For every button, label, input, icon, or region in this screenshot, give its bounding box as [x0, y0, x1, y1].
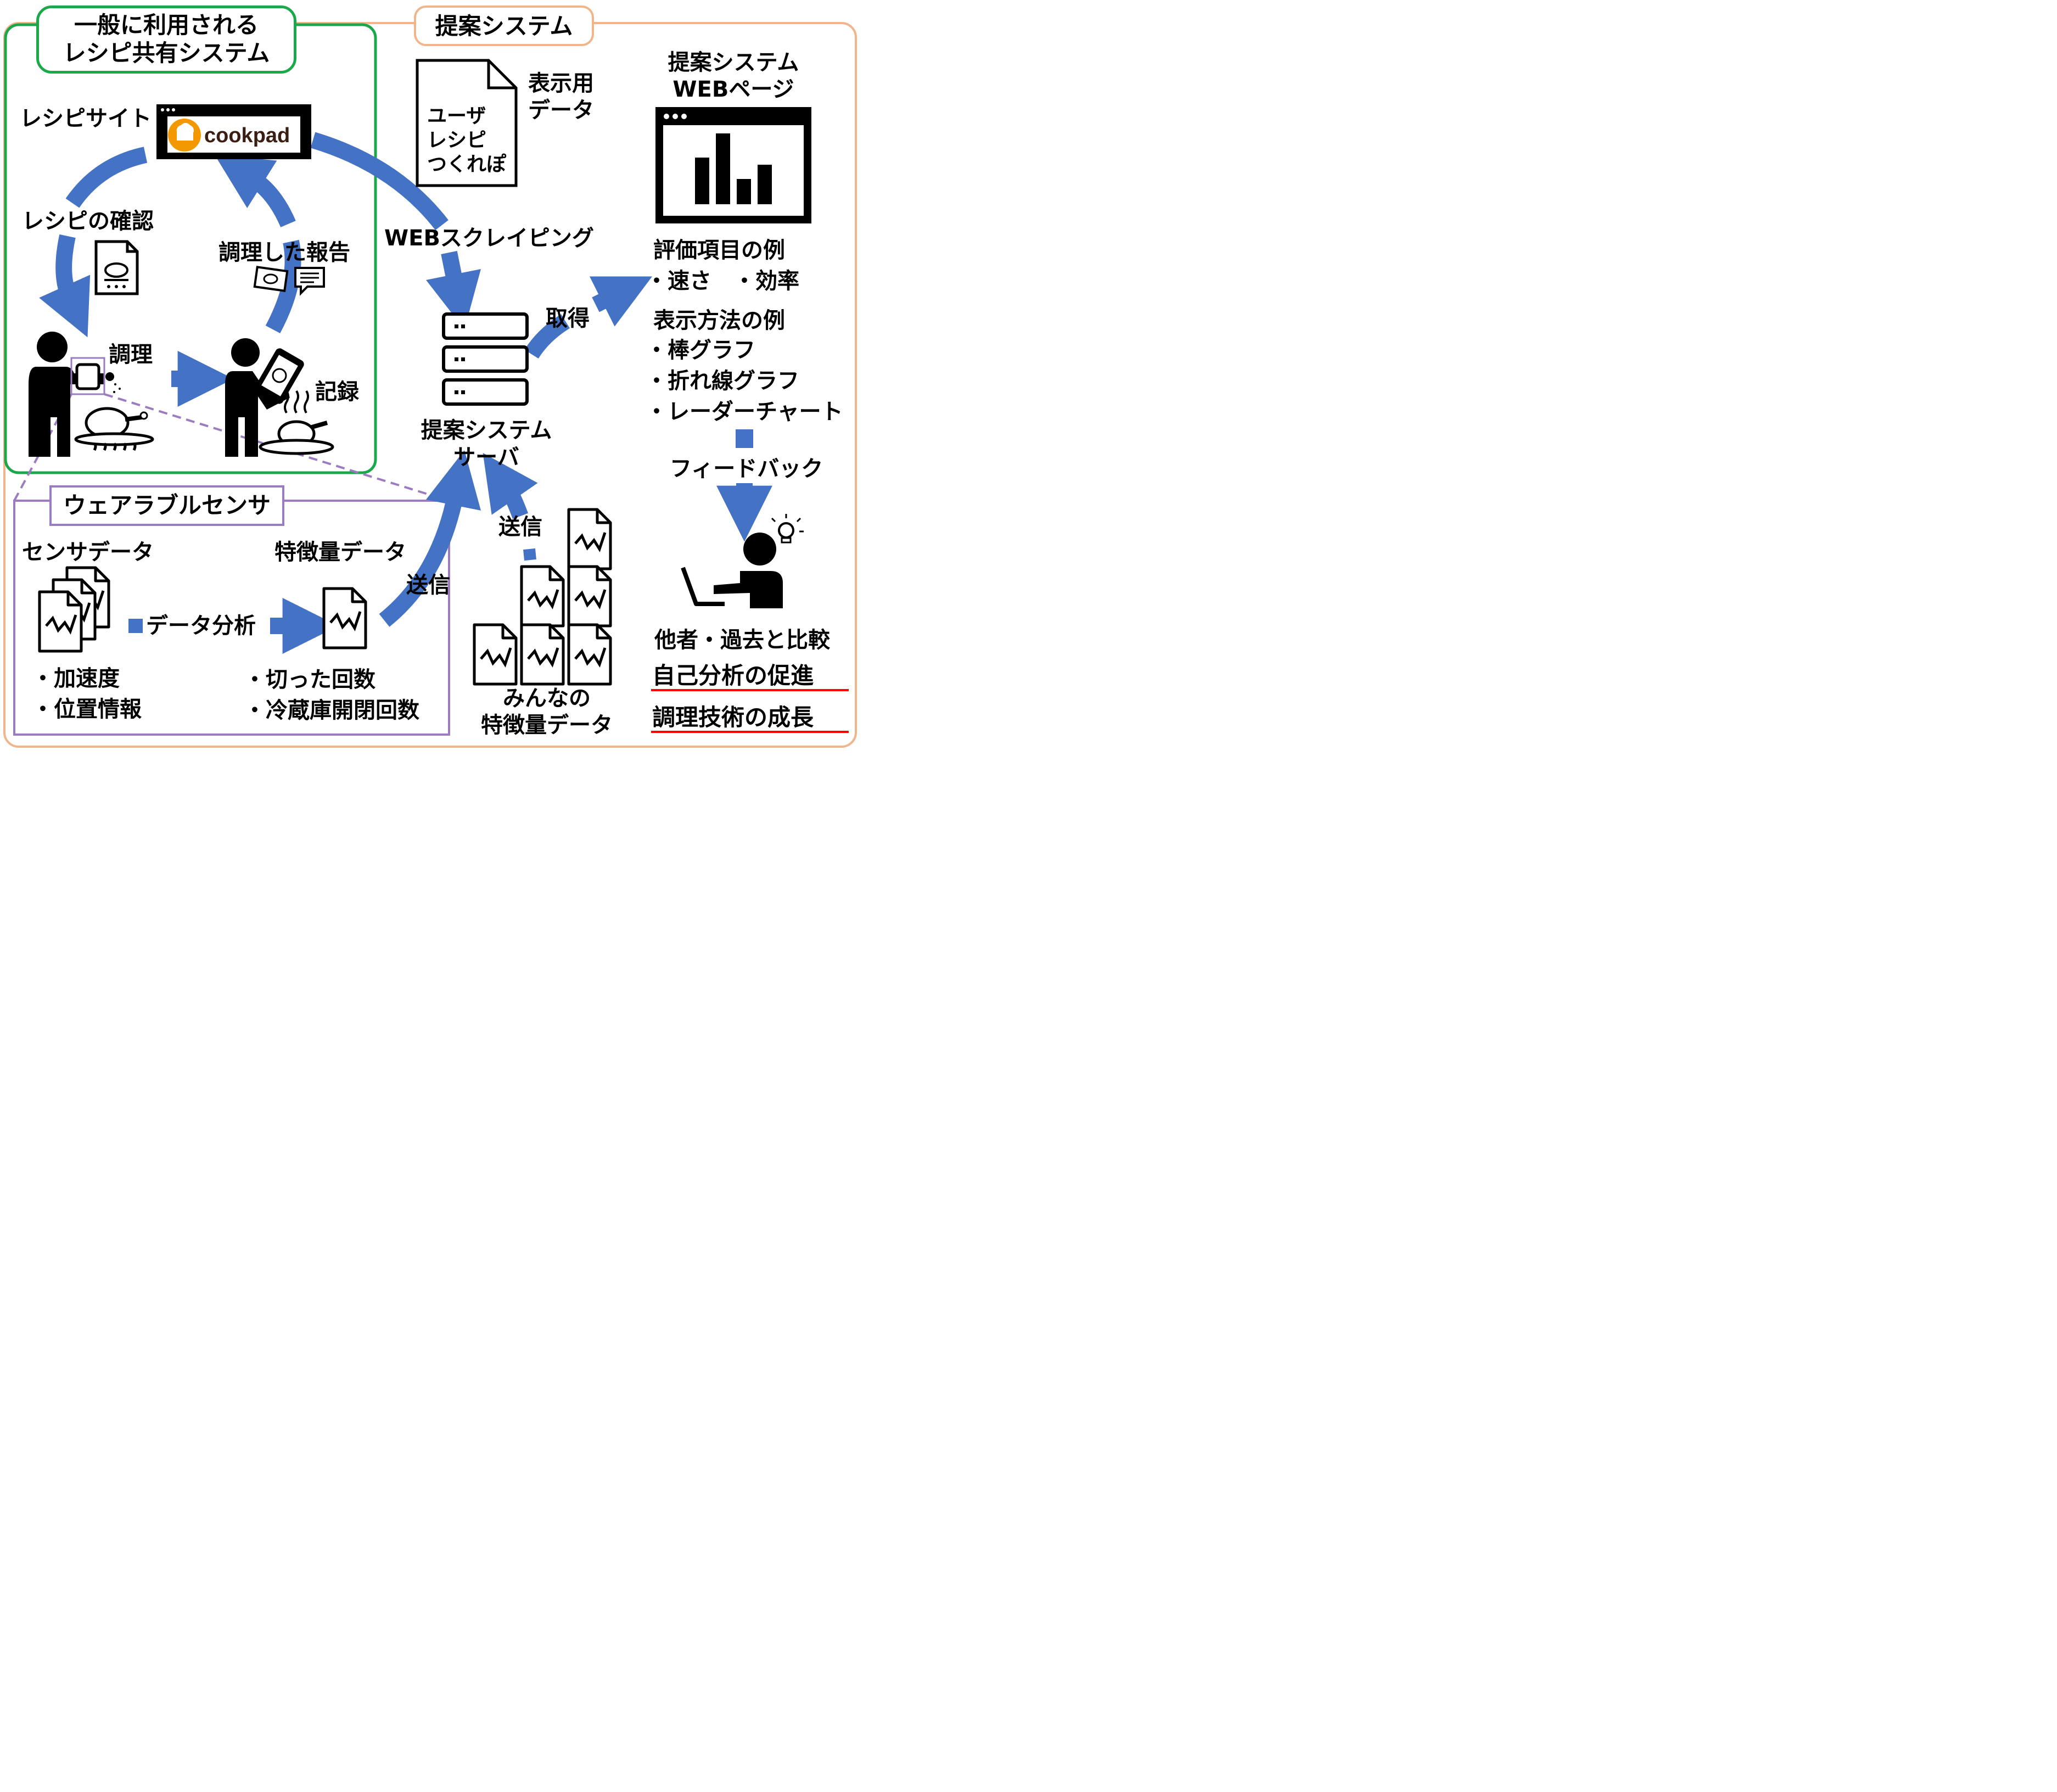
display-data-title: 表示用データ — [528, 71, 594, 123]
arrow-scraping — [310, 132, 449, 231]
everyone-data-icons — [474, 509, 610, 684]
arrow-record-to-report — [265, 239, 301, 334]
server-icon — [442, 312, 529, 406]
sensor-item: ・加速度 — [32, 666, 120, 691]
arrow-send-all-tail — [523, 548, 536, 561]
display-data-items: ユーザレシピつくれぽ — [427, 105, 507, 176]
webpage-window-icon — [655, 107, 811, 223]
person-cooking-icon — [29, 332, 121, 457]
send-all-label: 送信 — [498, 514, 542, 540]
arrow-send-feature — [379, 450, 481, 627]
arrow-send-all — [483, 452, 538, 519]
record-label: 記録 — [315, 379, 359, 405]
bar-chart-icon — [695, 133, 772, 204]
document-icon — [416, 59, 518, 187]
display-method-item: ・棒グラフ — [646, 338, 755, 363]
display-method-item: ・折れ線グラフ — [646, 368, 799, 394]
browser-window-icon: cookpad — [156, 104, 311, 159]
proposed-system-title: 提案システム — [435, 13, 573, 40]
diagram-graphics: cookpad — [3, 22, 857, 748]
common-system-label-box — [36, 5, 296, 74]
analysis-square — [128, 619, 143, 633]
diagram: cookpad — [0, 0, 860, 749]
feature-item: ・切った回数 — [244, 667, 375, 692]
watch-highlight — [70, 357, 105, 395]
report-label: 調理した報告 — [218, 240, 350, 265]
server-label: 提案システムサーバ — [421, 418, 552, 470]
compare-label: 他者・過去と比較 — [654, 628, 830, 653]
roast-chicken-icon — [74, 407, 154, 451]
chat-bubble-icon — [294, 267, 325, 296]
cookpad-wordmark: cookpad — [204, 124, 290, 147]
sensor-data-label: センサデータ — [22, 540, 154, 565]
display-methods-heading: 表示方法の例 — [653, 308, 785, 333]
arrow-acquire-head — [589, 276, 652, 327]
cooking-label: 調理 — [109, 342, 153, 367]
photo-icon — [253, 266, 289, 292]
arrow-acquire — [524, 314, 570, 359]
analysis-label: データ分析 — [146, 613, 256, 639]
feedback-square — [736, 429, 753, 448]
recipe-document-icon — [94, 240, 139, 295]
arrow-report-to-site — [214, 154, 296, 228]
arrow-scraping-head — [425, 251, 481, 330]
arrow-check-to-cook — [39, 234, 91, 338]
common-system-title: 一般に利用されるレシピ共有システム — [63, 12, 270, 67]
sensor-item: ・位置情報 — [32, 697, 142, 722]
display-method-item: ・レーダーチャート — [646, 399, 843, 424]
scraping-label: WEBスクレイピング — [384, 226, 594, 251]
skill-growth-label: 調理技術の成長 — [652, 704, 814, 731]
send-feature-label: 送信 — [406, 573, 450, 598]
self-analysis-label: 自己分析の促進 — [652, 662, 814, 689]
feedback-label: フィードバック — [670, 456, 823, 481]
recipe-site-label: レシピサイト — [20, 106, 152, 131]
proposed-system-label-box — [414, 5, 594, 46]
zoom-line-right — [104, 393, 450, 502]
wearable-label-box — [49, 485, 284, 526]
person-smartphone-icon — [225, 338, 304, 457]
acquire-label: 取得 — [546, 306, 590, 331]
wearable-title: ウェアラブルセンサ — [63, 492, 271, 519]
smartwatch-icon — [75, 363, 100, 390]
feature-data-icon — [324, 589, 366, 648]
everyone-data-label: みんなの特徴量データ — [481, 686, 613, 738]
served-chicken-icon — [259, 390, 334, 455]
eval-items-heading: 評価項目の例 — [653, 238, 785, 263]
feature-data-label: 特徴量データ — [274, 540, 406, 565]
check-recipe-label: レシピの確認 — [22, 209, 154, 234]
person-laptop-icon — [681, 533, 783, 608]
lightbulb-icon — [771, 514, 804, 544]
arrow-site-to-check — [65, 147, 148, 208]
eval-items-list: ・速さ ・効率 — [646, 268, 799, 294]
feature-item: ・冷蔵庫開閉回数 — [244, 698, 419, 723]
